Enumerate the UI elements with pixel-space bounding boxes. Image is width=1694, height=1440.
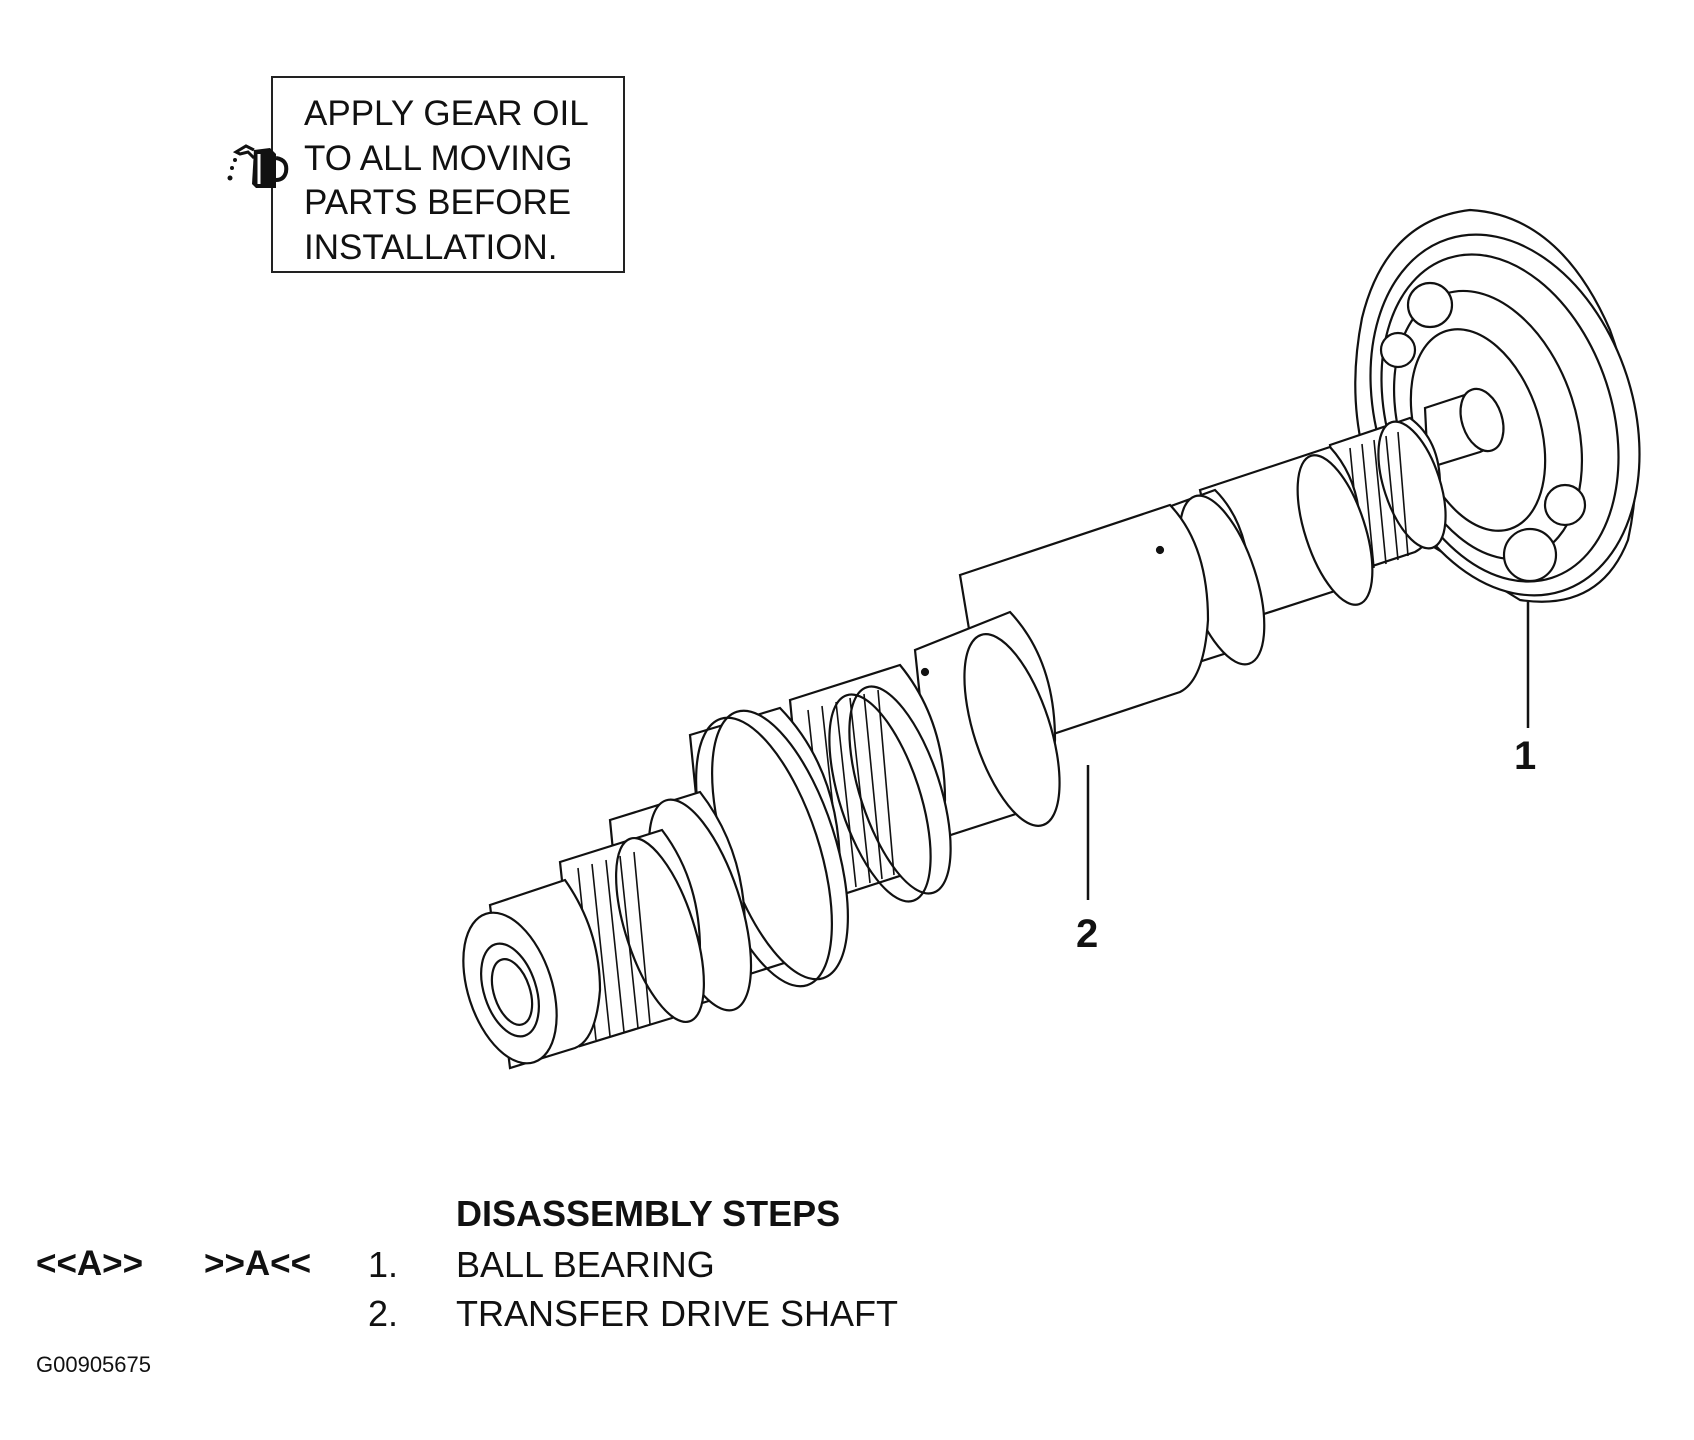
- figure-id: G00905675: [36, 1352, 151, 1377]
- note-line-2: TO ALL MOVING: [304, 138, 573, 178]
- note-line-1: APPLY GEAR OIL: [304, 94, 589, 133]
- callout-2: 2: [1076, 912, 1099, 956]
- callout-1: 1: [1514, 734, 1537, 778]
- step-label-1: BALL BEARING: [456, 1244, 715, 1285]
- note-line-3: PARTS BEFORE: [304, 183, 572, 222]
- step-number-2: 2.: [368, 1293, 399, 1334]
- ball-bearing: [1354, 208, 1641, 603]
- steps-title: DISASSEMBLY STEPS: [456, 1193, 841, 1234]
- transfer-drive-shaft: [462, 387, 1505, 1070]
- shaft-assembly-drawing: [462, 208, 1641, 1070]
- note-line-4: INSTALLATION.: [304, 227, 558, 267]
- oil-can-icon: [227, 144, 289, 188]
- note-text: APPLY GEAR OIL TO ALL MOVING PARTS BEFOR…: [304, 92, 589, 270]
- installation-tag: >>A<<: [204, 1244, 312, 1283]
- step-number-1: 1.: [368, 1244, 399, 1285]
- step-label-2: TRANSFER DRIVE SHAFT: [456, 1293, 899, 1334]
- removal-tag: <<A>>: [36, 1244, 144, 1283]
